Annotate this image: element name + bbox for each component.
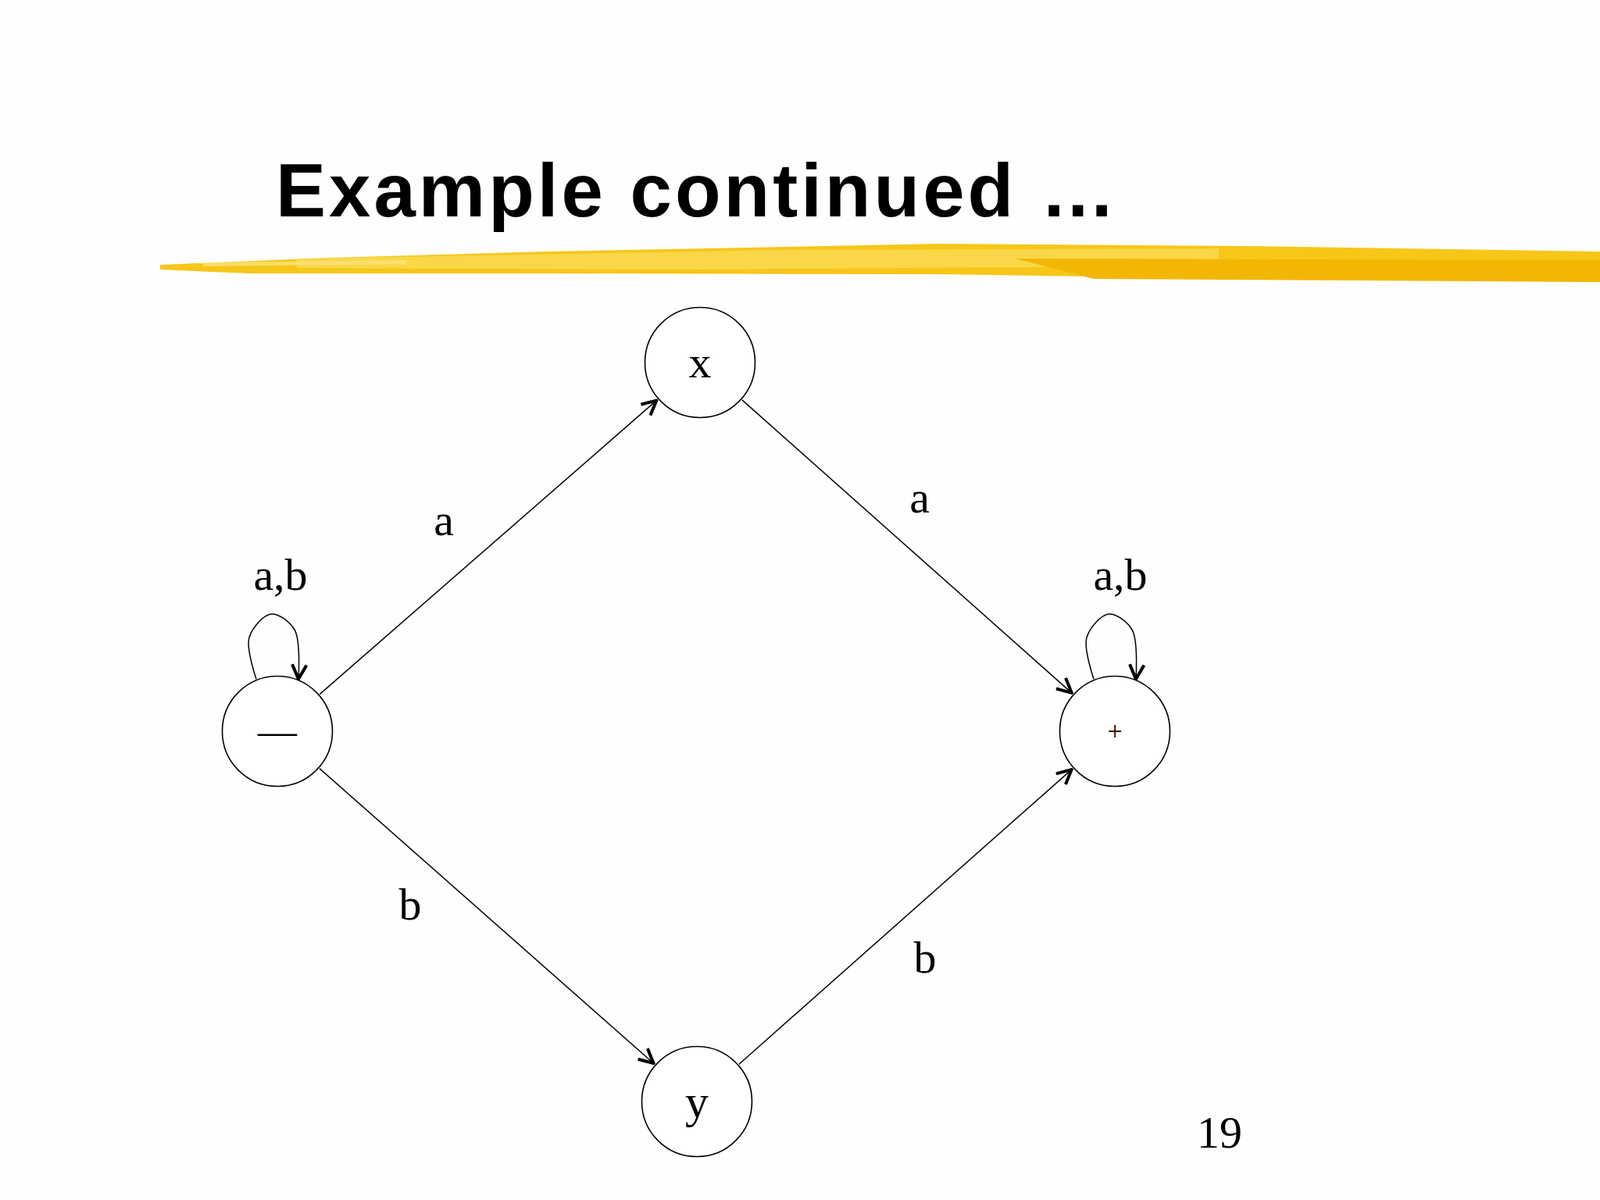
- circle-border: [222, 676, 333, 787]
- circle-border: [642, 1046, 753, 1158]
- transition-label: b: [396, 882, 425, 928]
- page-number: 19: [1196, 1110, 1243, 1156]
- state-circle: x: [643, 306, 757, 419]
- brush-stroke: [160, 243, 1600, 283]
- state-name: +: [1107, 717, 1122, 745]
- state-circle: y: [640, 1045, 754, 1158]
- circle-border: [1060, 676, 1171, 787]
- transition-label: a: [431, 497, 457, 543]
- self-loop: [1085, 614, 1136, 679]
- transition-label: a,b: [1090, 552, 1150, 598]
- transition-arrow: [739, 769, 1072, 1065]
- transition-label: b: [911, 935, 940, 981]
- state-circle: —: [221, 675, 334, 788]
- slide-title: Example continued …: [275, 153, 1119, 229]
- transition-arrow: [742, 400, 1072, 693]
- transition-label: a: [907, 475, 933, 521]
- transition-arrow: [319, 768, 654, 1064]
- state-circle: +: [1058, 675, 1172, 788]
- transition-arrow: [319, 400, 657, 695]
- transition-label: a,b: [250, 552, 310, 598]
- state-name: y: [685, 1078, 709, 1125]
- state-name: x: [689, 339, 712, 386]
- circle-border: [645, 307, 756, 418]
- self-loop: [248, 614, 299, 679]
- state-name: —: [257, 711, 297, 751]
